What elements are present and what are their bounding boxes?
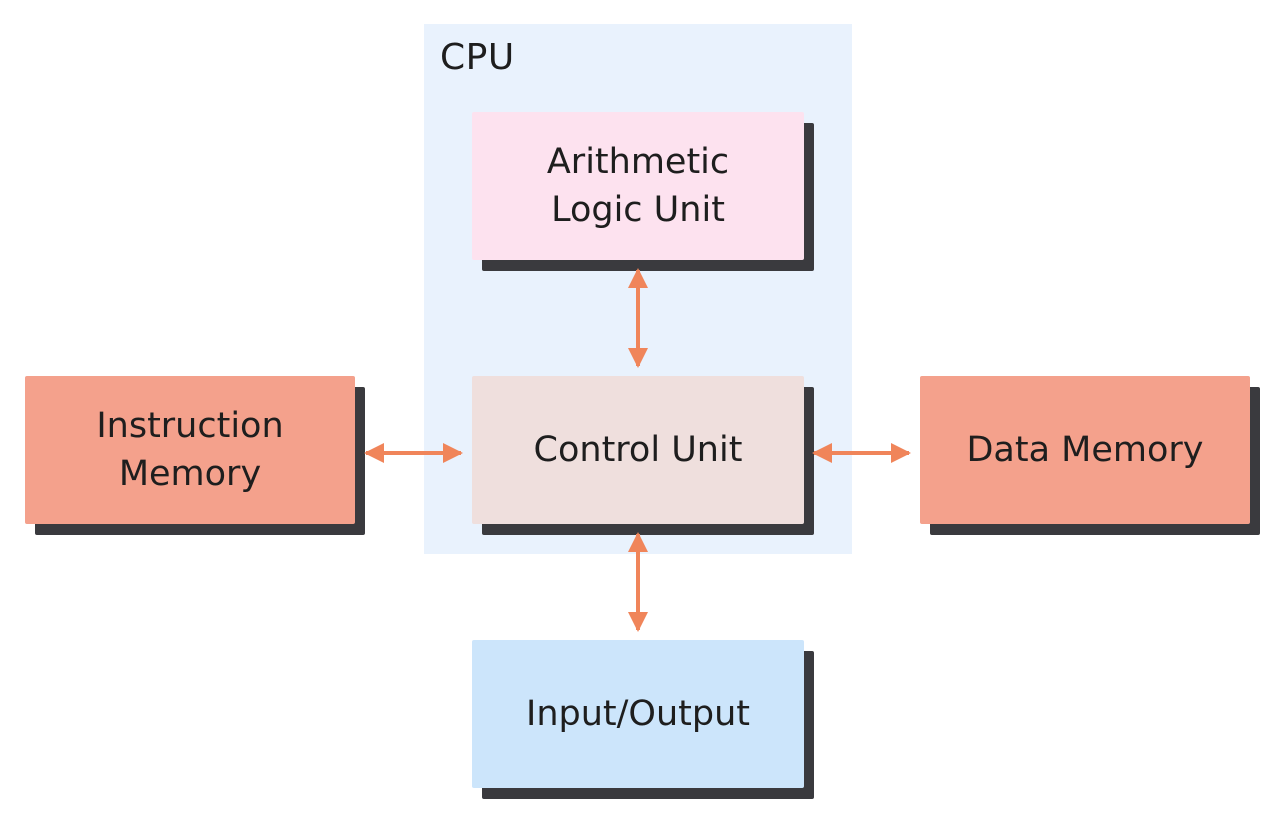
alu-block: Arithmetic Logic Unit	[472, 112, 804, 260]
instruction-memory-block: Instruction Memory	[25, 376, 355, 524]
input-output-block: Input/Output	[472, 640, 804, 788]
instruction-memory-label: Instruction Memory	[96, 406, 284, 494]
cpu-label: CPU	[440, 37, 515, 78]
alu-label: Arithmetic Logic Unit	[546, 142, 730, 230]
control-unit-block: Control Unit	[472, 376, 804, 524]
data-memory-label: Data Memory	[966, 430, 1204, 470]
input-output-label: Input/Output	[526, 694, 750, 734]
data-memory-block: Data Memory	[920, 376, 1250, 524]
control-unit-label: Control Unit	[533, 430, 743, 470]
